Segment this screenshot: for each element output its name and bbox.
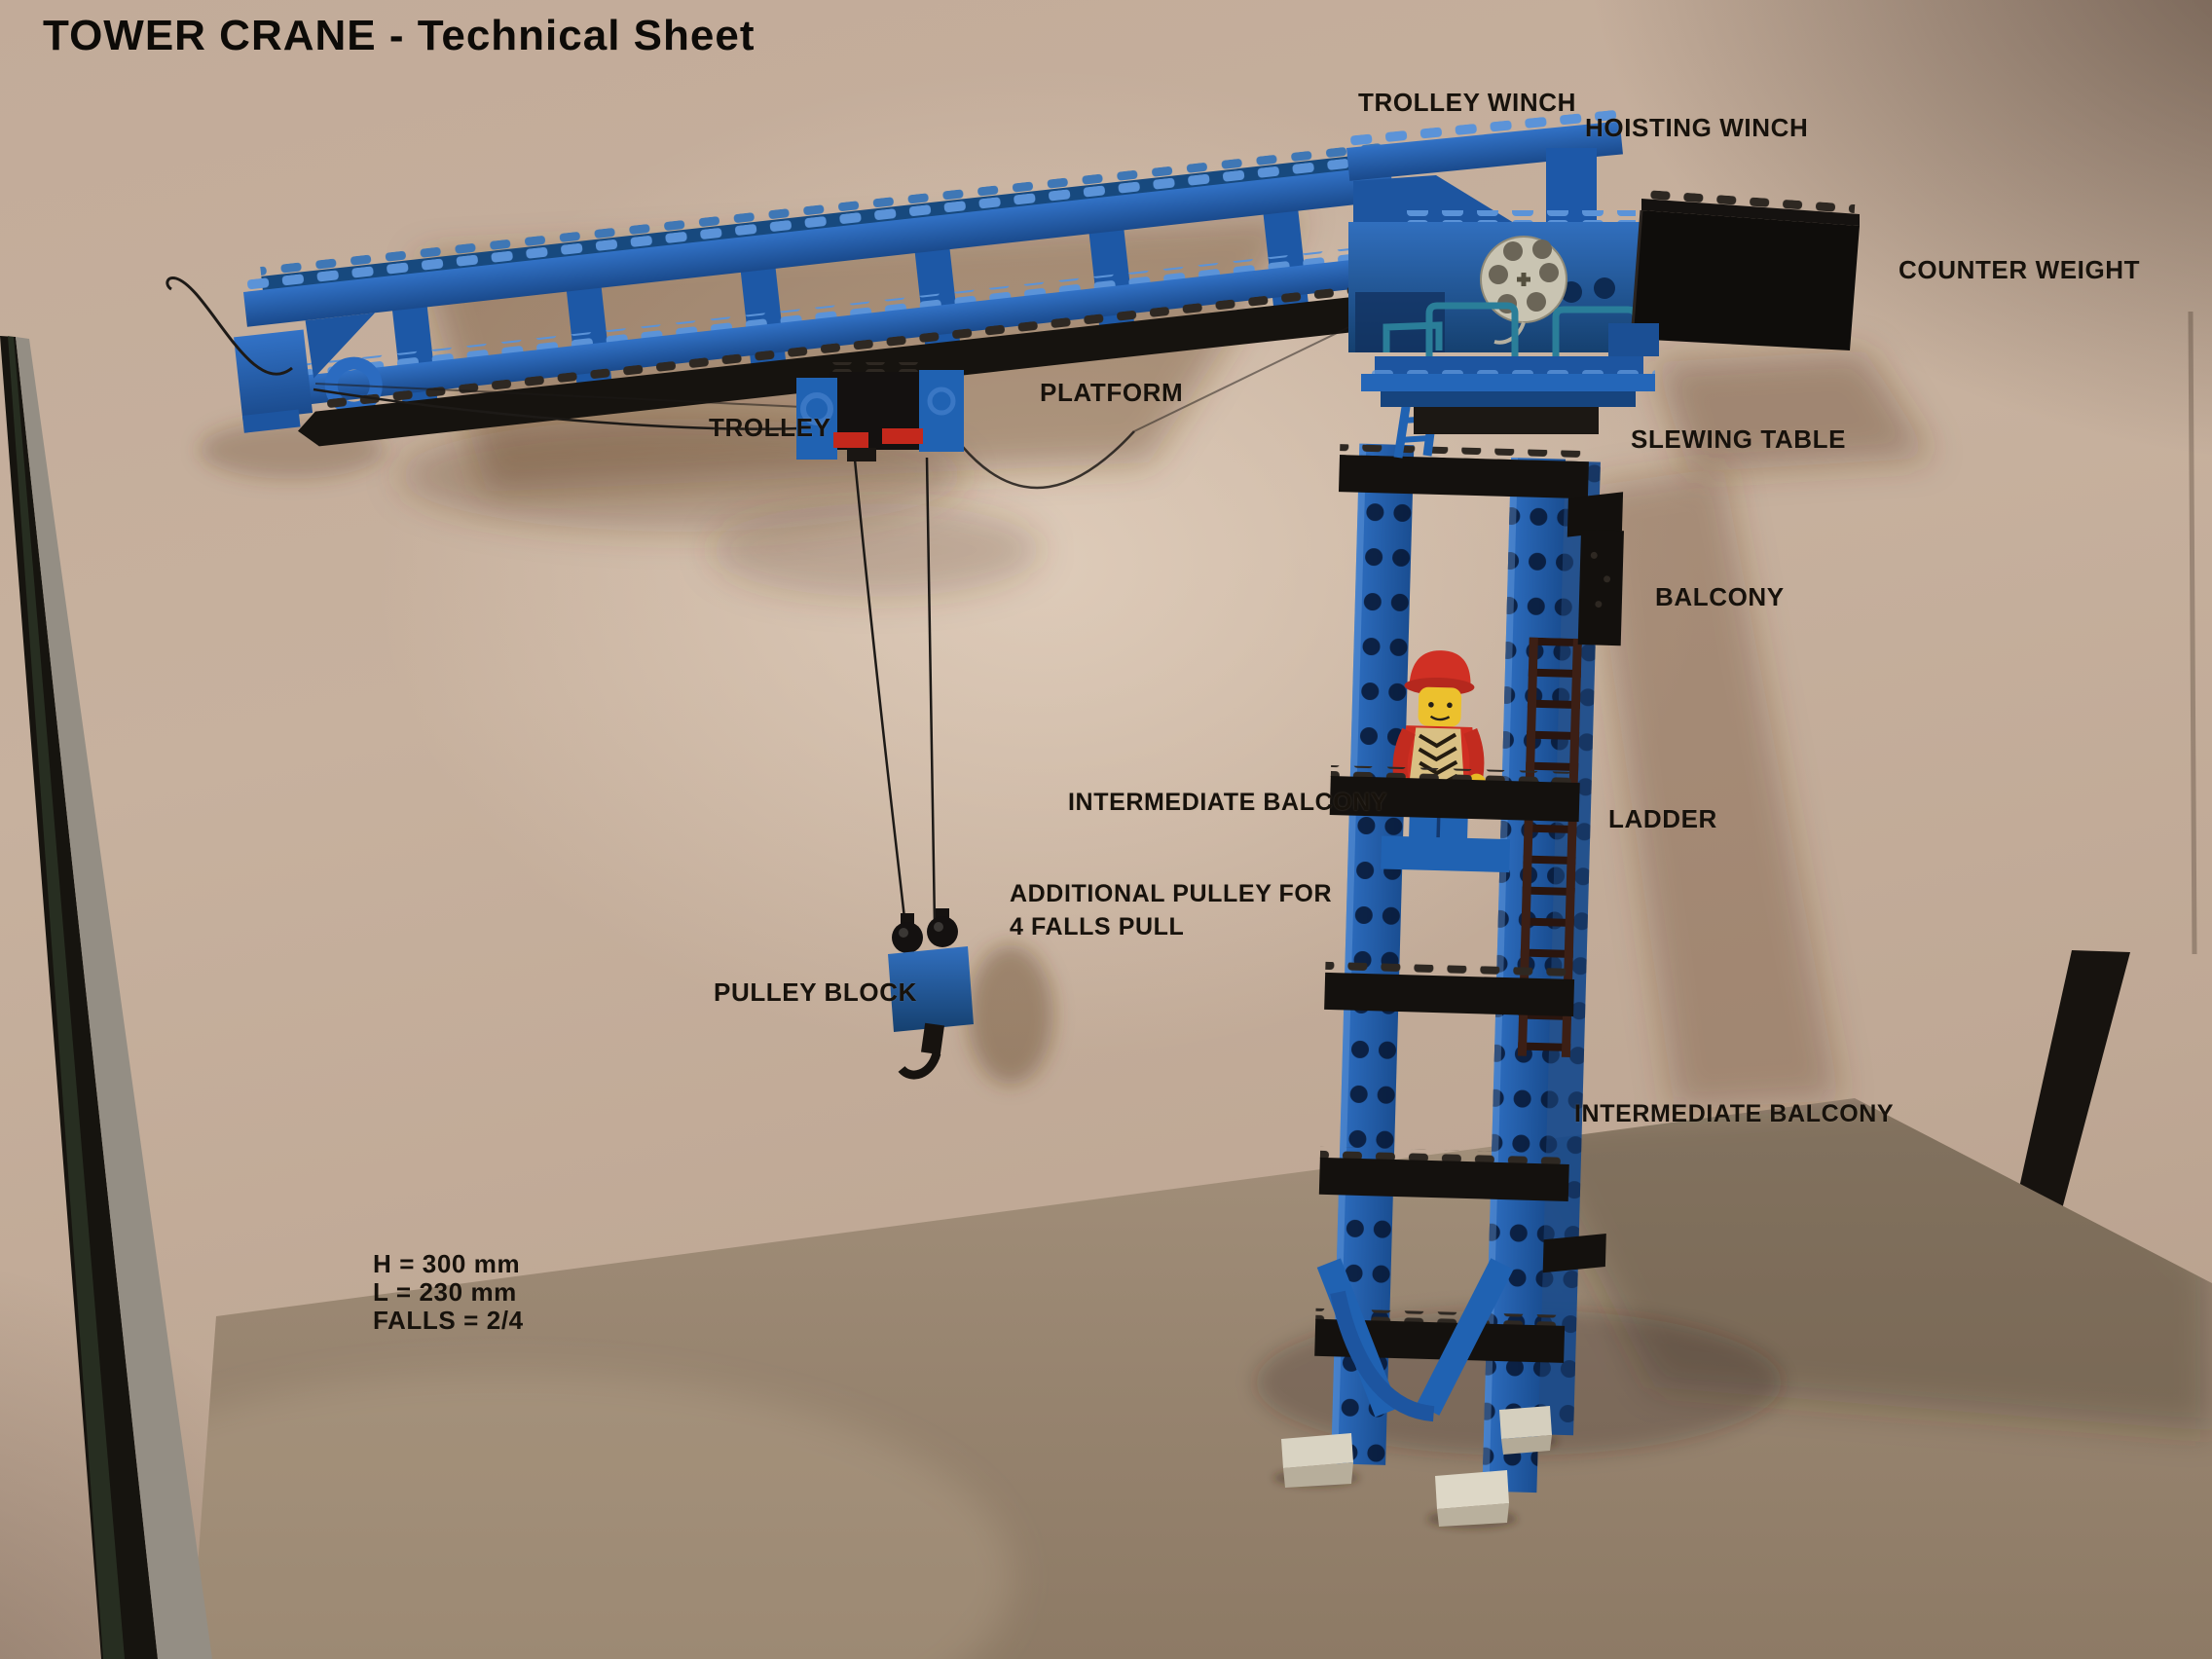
pulley-block — [888, 908, 974, 1080]
pulley-block-body — [888, 946, 974, 1032]
counterweight — [1608, 190, 1860, 356]
label-platform: PLATFORM — [1040, 378, 1184, 407]
spec-falls: FALLS = 2/4 — [373, 1306, 524, 1335]
label-trolley-winch: TROLLEY WINCH — [1358, 88, 1576, 117]
tower-base-braces — [1316, 1258, 1514, 1422]
display-case-right-edge — [2188, 311, 2197, 955]
slewing-table — [1361, 356, 1655, 434]
jib-tip-slope — [305, 313, 376, 379]
hook — [898, 1051, 941, 1080]
tower-balcony-beams — [1314, 444, 1606, 1363]
label-slewing-table: SLEWING TABLE — [1631, 424, 1847, 454]
display-case-right-post — [2015, 950, 2130, 1209]
tower-leg-left — [1331, 443, 1415, 1465]
spec-length: L = 230 mm — [373, 1277, 517, 1307]
trolley-red-band — [882, 428, 923, 444]
tower — [1314, 443, 1624, 1493]
trolley-red-band — [833, 432, 868, 448]
intermediate-balcony-beam — [1329, 764, 1581, 823]
page-title: TOWER CRANE - Technical Sheet — [43, 12, 756, 59]
hoisting-winch-wheel — [1480, 236, 1567, 345]
jib-bottom-chord-studs — [313, 280, 1405, 414]
trolley — [796, 362, 964, 461]
label-intermediate-balcony-lower: INTERMEDIATE BALCONY — [1574, 1100, 1895, 1127]
tower-ladder — [1517, 637, 1582, 1057]
label-pulley-block: PULLEY BLOCK — [714, 977, 917, 1007]
label-intermediate-balcony-upper: INTERMEDIATE BALCONY — [1068, 789, 1388, 816]
label-additional-pulley-line2: 4 FALLS PULL — [1010, 913, 1185, 940]
label-counter-weight: COUNTER WEIGHT — [1899, 255, 2141, 284]
machinery — [1345, 109, 1655, 459]
tower-blue-plate — [1381, 835, 1511, 873]
label-additional-pulley-line1: ADDITIONAL PULLEY FOR — [1010, 880, 1333, 907]
display-case-left-frame — [0, 336, 212, 1659]
tower-feet — [1281, 1406, 1552, 1527]
specs-block: H = 300 mm L = 230 mm FALLS = 2/4 — [373, 1250, 524, 1335]
label-balcony: BALCONY — [1655, 582, 1785, 611]
hoist-strings — [166, 276, 1362, 928]
spec-height: H = 300 mm — [373, 1249, 521, 1278]
label-trolley: TROLLEY — [709, 413, 831, 442]
jib — [234, 142, 1409, 447]
label-ladder: LADDER — [1608, 804, 1717, 833]
label-hoisting-winch: HOISTING WINCH — [1585, 113, 1809, 142]
table — [191, 1098, 2212, 1659]
balcony-bracket — [1567, 492, 1624, 646]
gantry — [1345, 109, 1623, 181]
